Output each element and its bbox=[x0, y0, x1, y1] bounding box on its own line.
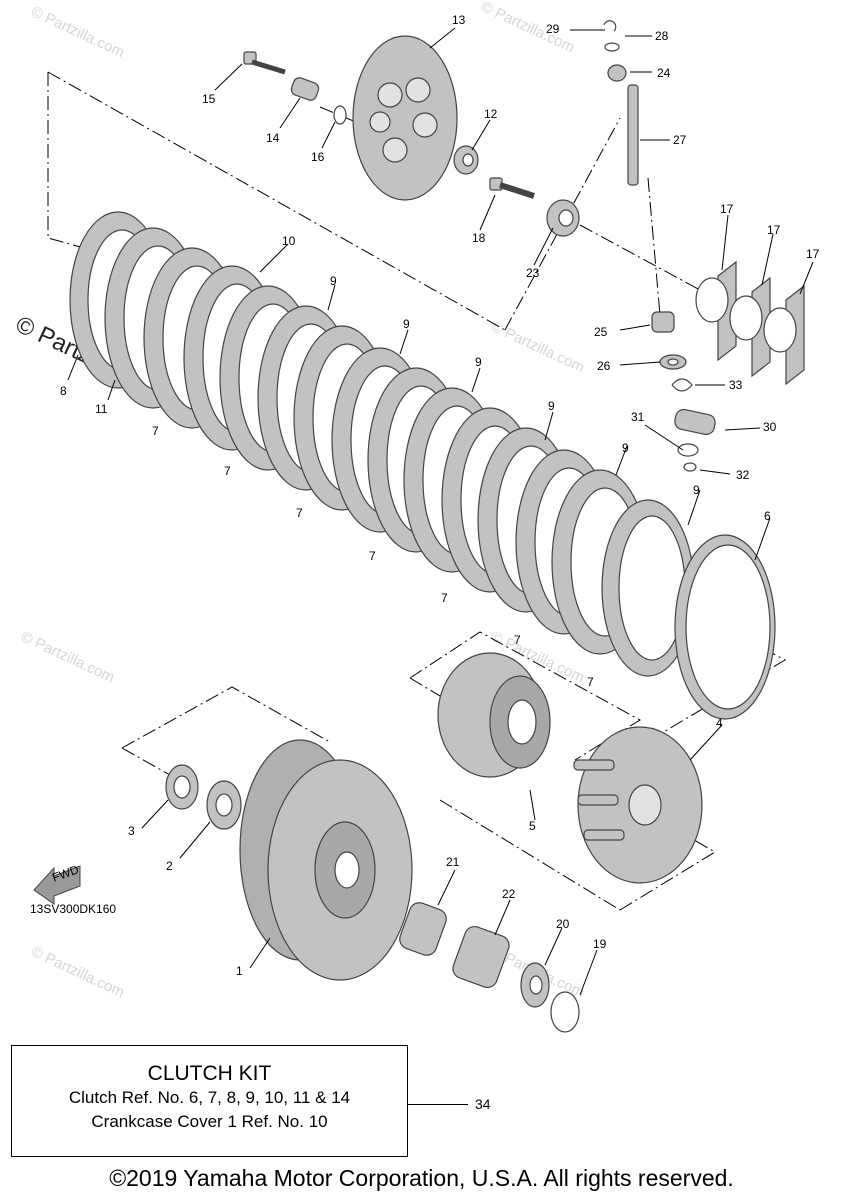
callout-7: 7 bbox=[369, 549, 376, 563]
callout-numbers: 1 2 3 4 5 6 7 7 7 7 7 7 7 7 8 9 9 9 9 9 … bbox=[60, 13, 820, 978]
callout-7: 7 bbox=[441, 591, 448, 605]
callout-9: 9 bbox=[548, 399, 555, 413]
clutch-kit-line-1: Clutch Ref. No. 6, 7, 8, 9, 10, 11 & 14 bbox=[68, 1088, 351, 1107]
clutch-plate-stack bbox=[69, 211, 776, 720]
pressure-plate bbox=[352, 35, 458, 201]
callout-2: 2 bbox=[166, 859, 173, 873]
bolt-18 bbox=[489, 177, 535, 199]
callout-17: 17 bbox=[767, 223, 781, 237]
bearing-25 bbox=[651, 311, 675, 333]
clutch-plate bbox=[601, 499, 695, 677]
callout-18: 18 bbox=[472, 231, 486, 245]
lever-30 bbox=[674, 408, 716, 436]
callout-24: 24 bbox=[657, 66, 671, 80]
washer-16 bbox=[333, 105, 347, 125]
bearing-22 bbox=[452, 925, 510, 989]
pressure-plate-4 bbox=[573, 726, 703, 884]
bearing-12 bbox=[453, 145, 479, 175]
callout-1: 1 bbox=[236, 964, 243, 978]
diagram-part-code: 13SV300DK160 bbox=[30, 902, 116, 916]
collars bbox=[399, 902, 580, 1033]
hardware-parts bbox=[243, 20, 805, 472]
watermark-text: © Partzilla.com bbox=[28, 3, 127, 61]
callout-3: 3 bbox=[128, 824, 135, 838]
callout-5: 5 bbox=[529, 819, 536, 833]
callout-33: 33 bbox=[729, 378, 743, 392]
spring-33 bbox=[671, 378, 693, 392]
spring-14 bbox=[290, 77, 320, 101]
callout-9: 9 bbox=[475, 355, 482, 369]
bearing-24 bbox=[607, 64, 627, 82]
copyright-notice: ©2019 Yamaha Motor Corporation, U.S.A. A… bbox=[109, 1165, 734, 1191]
bolt-15 bbox=[243, 51, 286, 75]
callout-9: 9 bbox=[622, 441, 629, 455]
nut-23 bbox=[546, 199, 580, 237]
washer-28 bbox=[604, 42, 620, 52]
clutch-housing bbox=[239, 739, 413, 981]
washer-32 bbox=[683, 462, 697, 472]
callout-10: 10 bbox=[282, 234, 296, 248]
callout-16: 16 bbox=[311, 150, 325, 164]
washer-26 bbox=[659, 354, 687, 370]
washer-19 bbox=[550, 991, 580, 1033]
clutch-kit-ref-number: 34 bbox=[475, 1096, 491, 1112]
callout-11: 11 bbox=[95, 402, 108, 416]
oil-seal-31 bbox=[677, 443, 699, 457]
callout-23: 23 bbox=[526, 266, 540, 280]
callout-7: 7 bbox=[152, 424, 159, 438]
callout-28: 28 bbox=[655, 29, 669, 43]
callout-27: 27 bbox=[673, 133, 687, 147]
callout-17: 17 bbox=[806, 247, 820, 261]
callout-8: 8 bbox=[60, 384, 67, 398]
washer-2 bbox=[206, 780, 242, 830]
callout-7: 7 bbox=[514, 633, 521, 647]
forward-arrow-icon: FWD bbox=[33, 862, 81, 905]
callout-17: 17 bbox=[720, 202, 734, 216]
callout-7: 7 bbox=[296, 506, 303, 520]
clutch-kit-title: CLUTCH KIT bbox=[147, 1062, 272, 1085]
callout-4: 4 bbox=[716, 716, 723, 730]
callout-15: 15 bbox=[202, 92, 216, 106]
callout-leaders bbox=[67, 27, 814, 996]
callout-13: 13 bbox=[452, 13, 466, 27]
clutch-kit-leader bbox=[408, 1104, 468, 1105]
callout-21: 21 bbox=[446, 855, 460, 869]
watermark-text: © Partzilla.com bbox=[28, 943, 127, 1001]
washer-17 bbox=[695, 260, 737, 362]
callout-30: 30 bbox=[763, 420, 777, 434]
clutch-kit-box: CLUTCH KIT Clutch Ref. No. 6, 7, 8, 9, 1… bbox=[11, 1045, 408, 1157]
washer-17 bbox=[763, 284, 805, 386]
watermark-text: © Partzilla.com bbox=[478, 0, 577, 56]
washer-20 bbox=[520, 962, 550, 1008]
callout-14: 14 bbox=[266, 131, 280, 145]
clutch-plate-6 bbox=[674, 534, 776, 720]
callout-7: 7 bbox=[224, 464, 231, 478]
callout-19: 19 bbox=[593, 937, 607, 951]
callout-25: 25 bbox=[594, 325, 608, 339]
callout-20: 20 bbox=[556, 917, 570, 931]
collar-21 bbox=[399, 902, 447, 956]
clutch-boss bbox=[437, 652, 551, 778]
callout-31: 31 bbox=[631, 410, 645, 424]
ring-29 bbox=[603, 20, 617, 32]
callout-26: 26 bbox=[597, 359, 611, 373]
clutch-kit-line-2: Crankcase Cover 1 Ref. No. 10 bbox=[91, 1112, 328, 1131]
callout-9: 9 bbox=[330, 274, 337, 288]
callout-6: 6 bbox=[764, 509, 771, 523]
callout-22: 22 bbox=[502, 887, 516, 901]
callout-9: 9 bbox=[693, 483, 700, 497]
callout-12: 12 bbox=[484, 107, 498, 121]
callout-9: 9 bbox=[403, 317, 410, 331]
washer-3 bbox=[165, 764, 199, 810]
washer-17 bbox=[729, 276, 771, 378]
push-rod-27 bbox=[627, 84, 639, 186]
thrust-washers bbox=[165, 764, 242, 830]
watermark-text: © Partzilla.com bbox=[488, 318, 587, 376]
callout-32: 32 bbox=[736, 468, 750, 482]
callout-29: 29 bbox=[546, 22, 560, 36]
watermark-text: © Partzilla.com bbox=[18, 628, 117, 686]
callout-7: 7 bbox=[587, 675, 594, 689]
